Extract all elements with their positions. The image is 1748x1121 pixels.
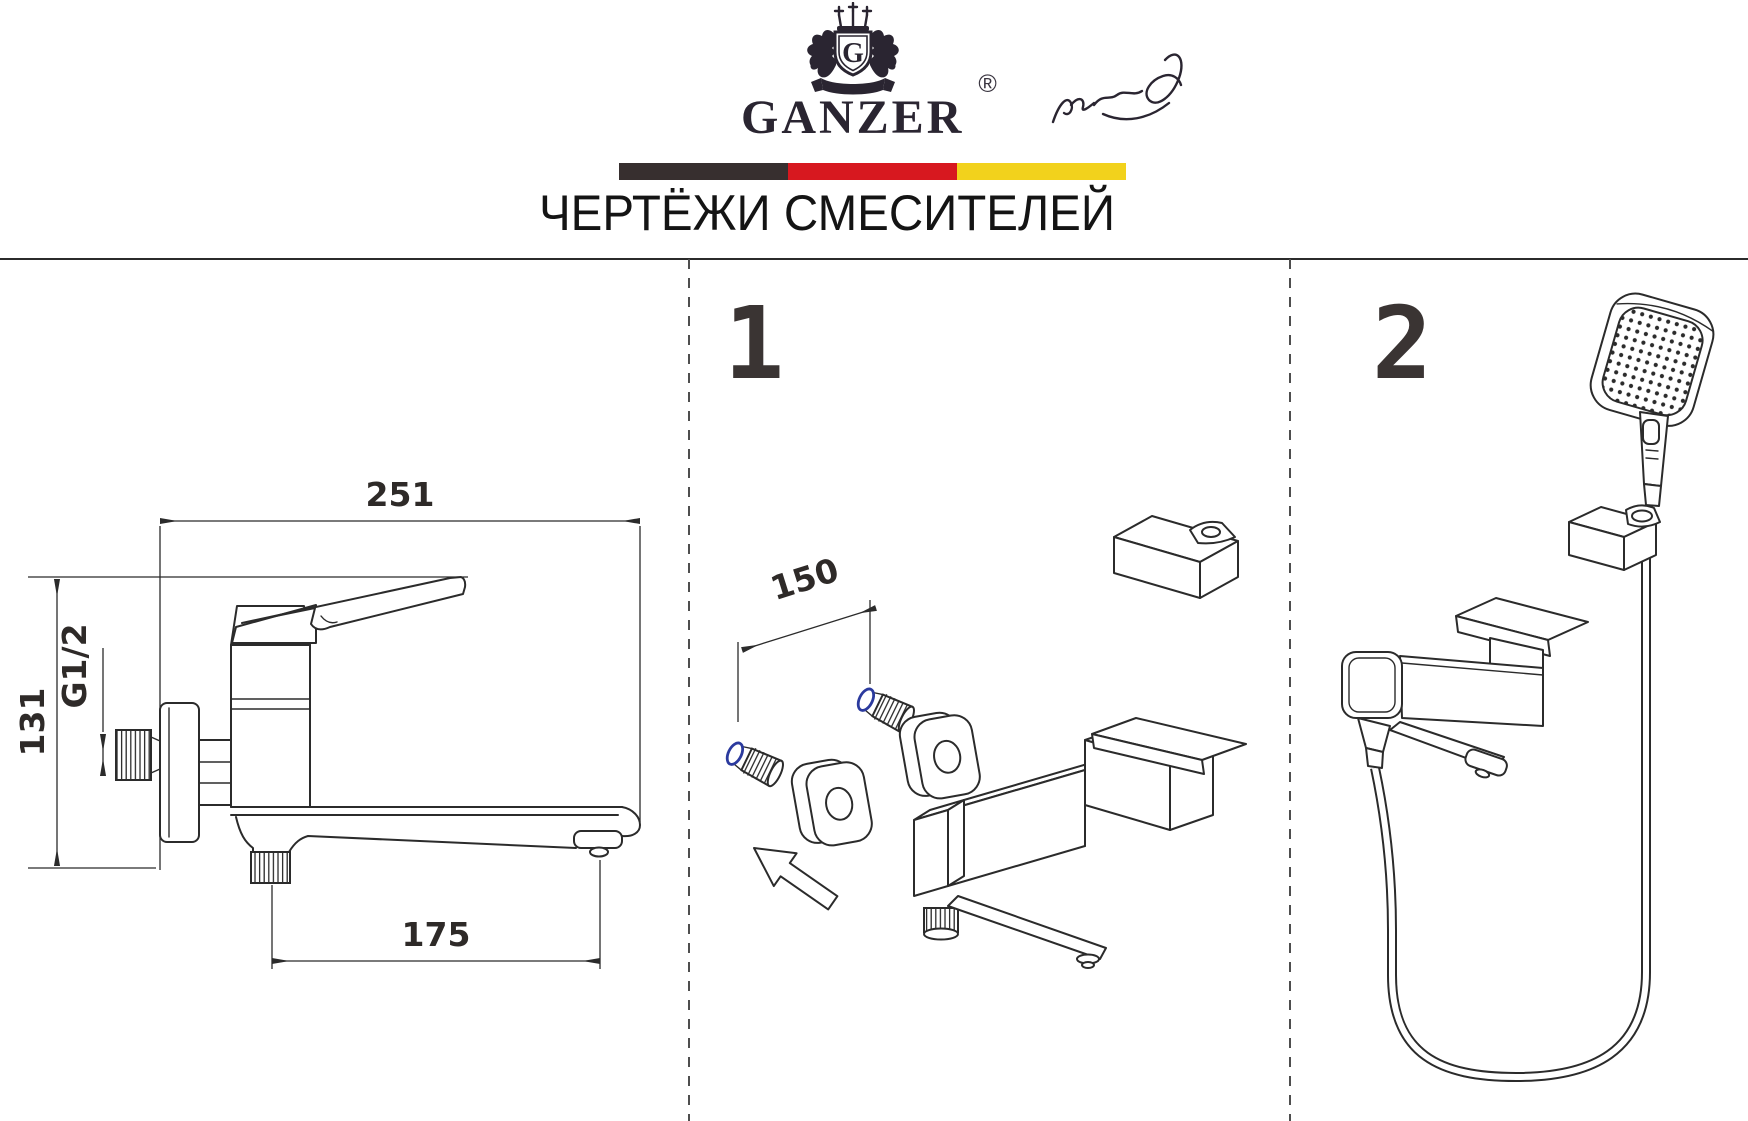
shower-holder-bracket xyxy=(1113,515,1239,599)
hand-shower xyxy=(1589,292,1715,507)
mixer-assembled xyxy=(1341,597,1589,779)
escutcheon-left xyxy=(790,758,873,847)
step-label-1: 1 xyxy=(724,285,785,402)
svg-text:131: 131 xyxy=(13,688,52,757)
brand-name: GANZER xyxy=(741,91,965,144)
dim-inlet-thread: G1/2 xyxy=(55,623,107,776)
mixer-side-view xyxy=(115,576,641,884)
dim-overall-height: 131 xyxy=(13,576,468,869)
svg-text:175: 175 xyxy=(402,915,471,954)
founder-signature-icon xyxy=(1051,53,1183,124)
shower-hose xyxy=(1370,506,1651,1083)
flag-segment-gold xyxy=(957,163,1126,180)
eccentric-fitting-left xyxy=(725,741,784,788)
svg-text:G1/2: G1/2 xyxy=(55,623,94,708)
header-divider-line xyxy=(0,258,1748,260)
panel-middle-drawing: 150 xyxy=(725,515,1247,969)
panel-right-drawing xyxy=(1341,292,1715,1083)
panel-divider-2 xyxy=(1289,259,1291,1121)
flag-segment-red xyxy=(788,163,957,180)
shower-holder xyxy=(1568,504,1661,571)
dim-spout-reach: 175 xyxy=(271,860,601,969)
panel-divider-1 xyxy=(688,259,690,1121)
page-title: ЧЕРТЁЖИ СМЕСИТЕЛЕЙ xyxy=(539,185,1115,241)
escutcheon-right xyxy=(898,711,981,800)
svg-text:150: 150 xyxy=(766,550,843,608)
dim-eccentric-spacing: 150 xyxy=(737,550,877,722)
german-flag-stripe xyxy=(619,163,1126,180)
svg-text:251: 251 xyxy=(366,475,435,514)
flag-segment-black xyxy=(619,163,788,180)
svg-text:G: G xyxy=(842,38,864,69)
step-label-2: 2 xyxy=(1372,285,1433,402)
registered-trademark: ® xyxy=(978,70,997,98)
panel-left-drawing: 251 131 G1/2 175 xyxy=(13,475,641,969)
dim-overall-width: 251 xyxy=(159,475,641,870)
mixer-body-exploded xyxy=(913,717,1247,969)
mounting-arrow-icon xyxy=(753,847,839,911)
ganzer-crest-icon: G xyxy=(807,2,899,95)
